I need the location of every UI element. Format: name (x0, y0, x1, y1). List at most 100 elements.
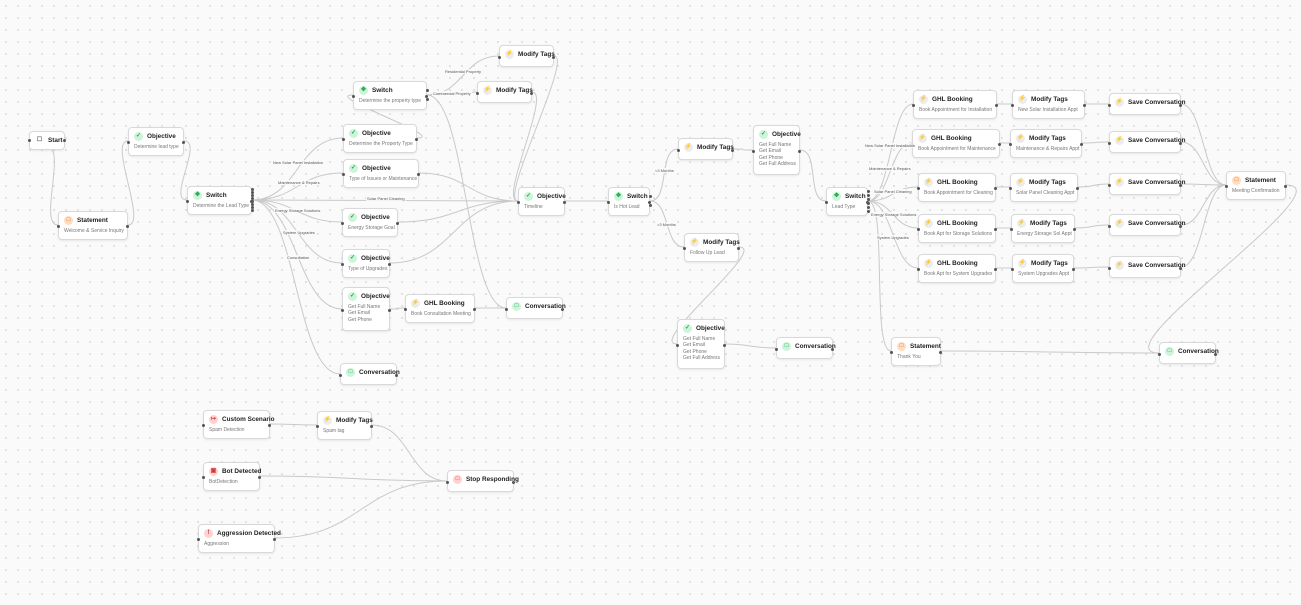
output-handle[interactable] (995, 103, 998, 107)
output-handle[interactable] (417, 172, 420, 176)
output-handle[interactable] (994, 186, 997, 190)
output-handle[interactable] (63, 138, 66, 142)
switch-branch-handle[interactable] (250, 200, 254, 204)
input-handle[interactable] (476, 91, 479, 95)
switch-branch-handle[interactable] (250, 196, 254, 200)
switch-branch-handle[interactable] (250, 190, 254, 194)
output-handle[interactable] (1214, 352, 1217, 356)
switch-branch-handle[interactable] (250, 193, 254, 197)
output-handle[interactable] (370, 424, 373, 428)
input-handle[interactable] (517, 200, 520, 204)
switch-branch-handle[interactable] (250, 203, 254, 207)
input-handle[interactable] (676, 343, 679, 347)
output-handle[interactable] (126, 224, 129, 228)
input-handle[interactable] (1011, 267, 1014, 271)
output-handle[interactable] (998, 142, 1001, 146)
input-handle[interactable] (677, 148, 680, 152)
switch-branch-handle[interactable] (866, 189, 870, 193)
input-handle[interactable] (1108, 141, 1111, 145)
input-handle[interactable] (1108, 183, 1111, 187)
node-stop[interactable]: □Stop Responding (446, 470, 519, 492)
input-handle[interactable] (917, 267, 920, 271)
input-handle[interactable] (752, 149, 755, 153)
input-handle[interactable] (825, 200, 828, 204)
input-handle[interactable] (917, 227, 920, 231)
output-handle[interactable] (831, 347, 834, 351)
input-handle[interactable] (505, 307, 508, 311)
input-handle[interactable] (197, 537, 200, 541)
output-handle[interactable] (473, 307, 476, 311)
input-handle[interactable] (341, 262, 344, 266)
output-handle[interactable] (396, 221, 399, 225)
switch-branch-handle[interactable] (648, 204, 652, 208)
input-handle[interactable] (316, 424, 319, 428)
input-handle[interactable] (1010, 227, 1013, 231)
output-handle[interactable] (1179, 224, 1182, 228)
switch-branch-handle[interactable] (866, 201, 870, 205)
output-handle[interactable] (1080, 142, 1083, 146)
node-conv-follow[interactable]: □Conversation (775, 337, 836, 359)
output-handle[interactable] (388, 262, 391, 266)
input-handle[interactable] (352, 94, 355, 98)
output-handle[interactable] (530, 91, 533, 95)
input-handle[interactable] (498, 55, 501, 59)
output-handle[interactable] (258, 475, 261, 479)
input-handle[interactable] (186, 199, 189, 203)
output-handle[interactable] (388, 308, 391, 312)
output-handle[interactable] (1072, 267, 1075, 271)
input-handle[interactable] (912, 103, 915, 107)
node-mt-hot[interactable]: ⚡Modify Tags (677, 138, 734, 160)
output-handle[interactable] (552, 55, 555, 59)
node-save4[interactable]: ⚡Save Conversation (1108, 214, 1186, 236)
input-handle[interactable] (917, 186, 920, 190)
output-handle[interactable] (425, 94, 428, 98)
input-handle[interactable] (1158, 352, 1161, 356)
output-handle[interactable] (268, 423, 271, 427)
switch-branch-handle[interactable] (250, 209, 254, 213)
input-handle[interactable] (1108, 266, 1111, 270)
switch-branch-handle[interactable] (425, 88, 429, 92)
node-save5[interactable]: ⚡Save Conversation (1108, 256, 1186, 278)
input-handle[interactable] (1009, 186, 1012, 190)
input-handle[interactable] (341, 221, 344, 225)
input-handle[interactable] (1108, 103, 1111, 107)
input-handle[interactable] (28, 138, 31, 142)
output-handle[interactable] (723, 343, 726, 347)
switch-branch-handle[interactable] (866, 193, 870, 197)
node-conv-mid[interactable]: □Conversation (505, 297, 566, 319)
output-handle[interactable] (1073, 227, 1076, 231)
output-handle[interactable] (415, 137, 418, 141)
input-handle[interactable] (339, 373, 342, 377)
switch-branch-handle[interactable] (866, 197, 870, 201)
input-handle[interactable] (404, 307, 407, 311)
node-start[interactable]: ☐Start (28, 131, 66, 150)
input-handle[interactable] (202, 475, 205, 479)
input-handle[interactable] (1225, 184, 1228, 188)
node-save3[interactable]: ⚡Save Conversation (1108, 173, 1186, 195)
output-handle[interactable] (939, 350, 942, 354)
node-mt-res[interactable]: ⚡Modify Tags (498, 45, 555, 67)
output-handle[interactable] (731, 148, 734, 152)
